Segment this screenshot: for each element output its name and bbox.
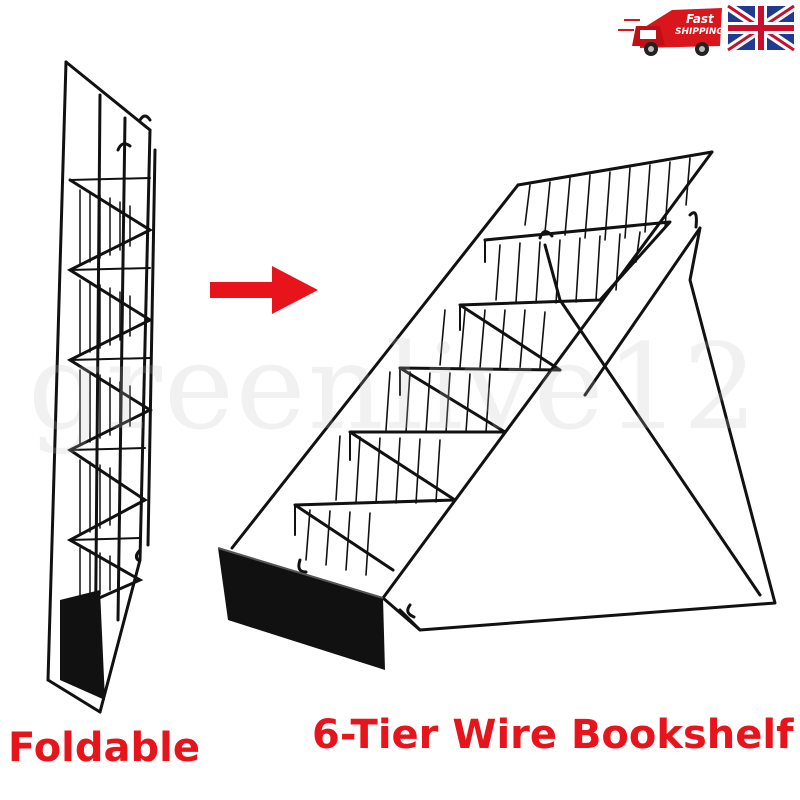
unfolded-rack — [230, 150, 777, 632]
truck-icon — [618, 8, 722, 56]
arrow-right-icon — [210, 266, 318, 314]
uk-flag-icon — [725, 2, 797, 54]
folded-sign-holder — [60, 590, 105, 700]
badge-fast-text: Fast — [686, 12, 714, 26]
product-title: 6-Tier Wire Bookshelf — [312, 712, 794, 758]
foldable-label: Foldable — [8, 725, 200, 771]
folded-rack — [46, 60, 157, 714]
sign-holder — [218, 548, 385, 670]
badge-shipping-text: SHIPPING — [675, 27, 724, 37]
watermark: greenlive12 — [28, 318, 760, 456]
